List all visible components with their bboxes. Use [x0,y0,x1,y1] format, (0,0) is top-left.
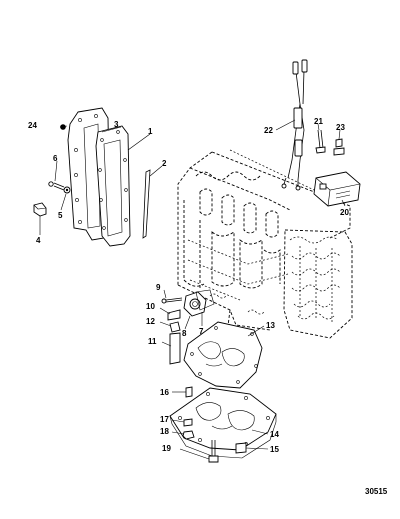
elbow-fitting-8 [183,291,207,317]
screw-6 [48,181,65,191]
callout-13: 13 [266,321,275,330]
plug-24 [60,124,66,130]
engine-block-phantom [177,149,353,339]
callout-19: 19 [162,444,171,453]
callout-3: 3 [114,120,119,129]
bracket-4 [33,202,47,217]
callout-18: 18 [160,427,169,436]
callout-4: 4 [36,236,41,245]
clamp-12 [169,321,181,333]
callout-15: 15 [270,445,279,454]
gasket-1 [95,125,131,247]
callout-16: 16 [160,388,169,397]
diagram-reference-number: 30515 [365,487,388,496]
callout-14: 14 [270,430,279,439]
callout-23: 23 [336,123,345,132]
module-20 [313,171,361,207]
callout-9: 9 [156,283,161,292]
wire-harness-22 [281,59,308,191]
fitting-17 [183,418,193,427]
callout-2: 2 [162,159,167,168]
callout-22: 22 [264,126,273,135]
callout-6: 6 [53,154,58,163]
callout-1: 1 [148,127,153,136]
gasket-plate-13 [183,321,263,389]
strip-2 [142,169,151,239]
cap-15 [235,442,247,454]
hose-11 [169,332,181,365]
nut-18 [182,430,195,440]
callout-21: 21 [314,117,323,126]
callout-5: 5 [58,211,63,220]
bolt-21 [315,129,326,154]
washer-5 [63,186,71,194]
gasket-7 [195,289,215,311]
callout-17: 17 [160,415,169,424]
bolt-19 [208,440,219,463]
callout-20: 20 [340,208,349,217]
screw-9 [161,297,183,304]
callout-11: 11 [148,337,157,346]
leader-lines [39,119,346,460]
plate-14 [169,387,277,459]
callout-8: 8 [182,329,187,338]
callout-7: 7 [199,327,204,336]
callout-10: 10 [146,302,155,311]
fastener-23 [333,138,345,156]
callout-24: 24 [28,121,37,130]
fitting-10 [167,309,181,321]
callout-12: 12 [146,317,155,326]
stud-16 [185,386,193,398]
